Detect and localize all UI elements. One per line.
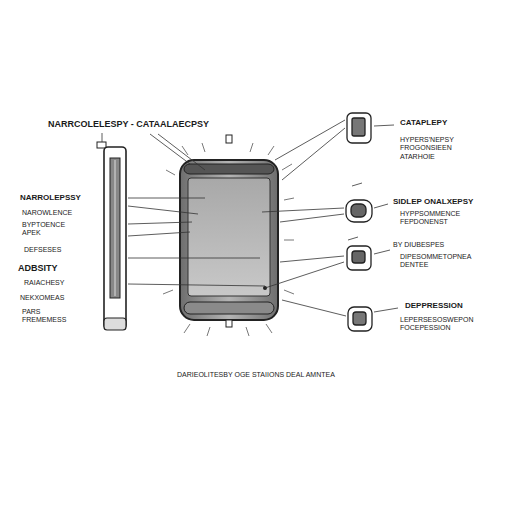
diagram-title: NARRCOLELESPY - CATAALAECPSY — [48, 119, 209, 130]
part-label: HYPERS'NEPSY FROGONSIEEN ATARHOIE — [400, 136, 454, 161]
part-label: RAIACHESY — [24, 279, 64, 287]
part-label: NEKXOMEAS — [20, 294, 64, 302]
part-label: CATAPLEPY — [400, 118, 447, 128]
part-label: ADBSITY — [18, 263, 58, 274]
part-label: NAROWLENCE — [22, 209, 72, 217]
part-label: LEPERSESOSWEPON FOCEPESSION — [400, 316, 474, 333]
part-label: DEFSESES — [24, 246, 61, 254]
part-label: BY DIUBESPES — [393, 241, 444, 249]
part-label: HYPPSOMMENCE FEPDONENST — [400, 210, 460, 227]
part-label: PARS FREMEMESS — [22, 308, 66, 325]
part-label: DEPPRESSION — [405, 301, 463, 311]
part-label: BYPTOENCE APEK — [22, 221, 65, 238]
part-label: SIDLEP ONALXEPSY — [393, 197, 473, 207]
part-label: NARROLEPSSY — [20, 193, 81, 203]
part-label: DIPESOMMETOPNEA DENTEE — [400, 253, 471, 270]
diagram-caption: DARIEOLITESBY OGE STAIIONS DEAL AMNTEA — [177, 371, 335, 379]
